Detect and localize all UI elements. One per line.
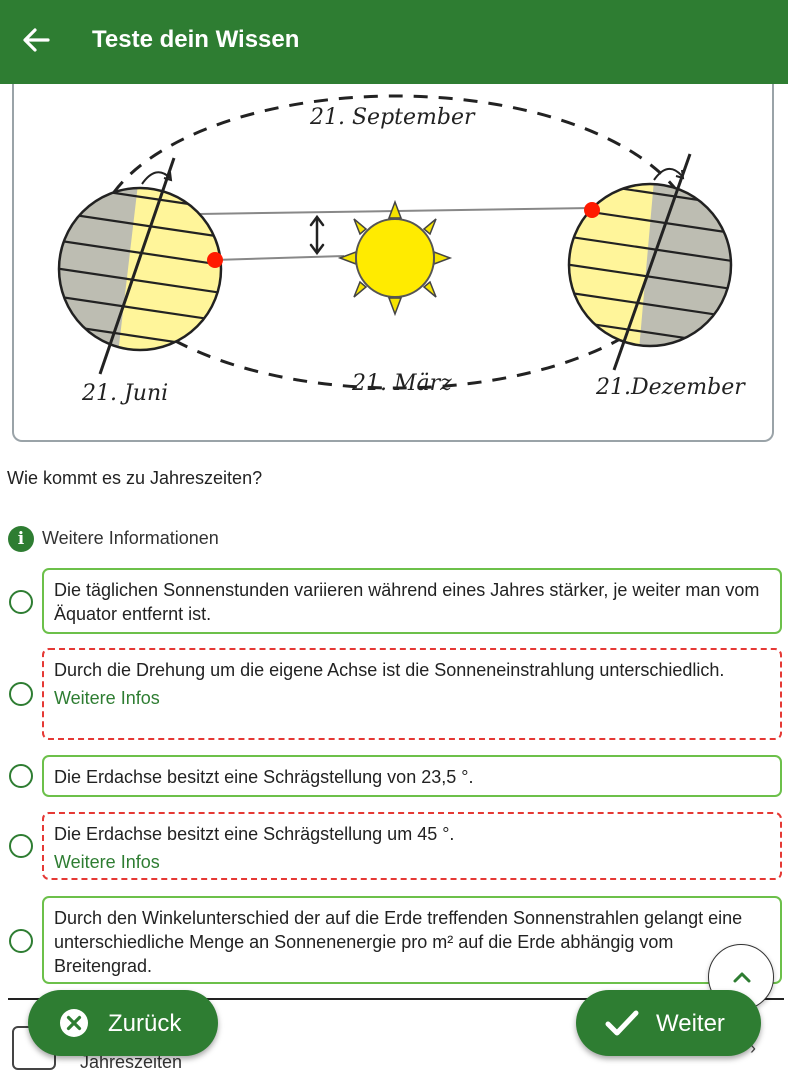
next-button[interactable]: Weiter — [576, 990, 761, 1056]
seasons-illustration: 21. September 21. Juni 21. März 21.Dezem… — [12, 84, 774, 442]
more-infos-link[interactable]: Weitere Infos — [54, 852, 160, 872]
chevron-up-icon — [733, 972, 751, 983]
back-button[interactable]: Zurück — [28, 990, 218, 1056]
back-button-label: Zurück — [108, 1010, 182, 1037]
page-title: Teste dein Wissen — [92, 26, 300, 53]
topic-name: Jahreszeiten — [80, 1052, 183, 1072]
answer-text: Die Erdachse besitzt eine Schrägstellung… — [54, 767, 474, 787]
divider — [8, 998, 784, 1000]
label-maerz: 21. März — [351, 371, 452, 396]
question-text: Wie kommt es zu Jahreszeiten? — [7, 468, 263, 488]
radio-button[interactable] — [9, 834, 33, 858]
next-button-label: Weiter — [656, 1010, 725, 1037]
checkmark-icon — [605, 1010, 639, 1036]
answer-box-correct[interactable]: Die täglichen Sonnenstunden variieren wä… — [42, 568, 782, 634]
answer-box-wrong[interactable]: Durch die Drehung um die eigene Achse is… — [42, 648, 782, 740]
answer-box-correct[interactable]: Die Erdachse besitzt eine Schrägstellung… — [42, 755, 782, 797]
chevron-right-icon: › — [750, 1038, 756, 1058]
app-bar: Teste dein Wissen — [0, 0, 788, 84]
info-icon: i — [8, 526, 34, 552]
earth-orbit-diagram: 21. September 21. Juni 21. März 21.Dezem… — [57, 94, 746, 406]
label-september: 21. September — [309, 105, 476, 130]
answer-text: Durch die Drehung um die eigene Achse is… — [54, 660, 725, 680]
more-infos-link[interactable]: Weitere Infos — [54, 688, 160, 708]
answer-text: Die Erdachse besitzt eine Schrägstellung… — [54, 824, 455, 844]
radio-button[interactable] — [9, 929, 33, 953]
answer-box-correct[interactable]: Durch den Winkelunterschied der auf die … — [42, 896, 782, 984]
arrow-left-icon[interactable] — [18, 22, 54, 58]
label-juni: 21. Juni — [81, 381, 168, 406]
answer-text: Die täglichen Sonnenstunden variieren wä… — [54, 580, 760, 624]
answer-text: Durch den Winkelunterschied der auf die … — [54, 908, 743, 976]
answer-box-wrong[interactable]: Die Erdachse besitzt eine Schrägstellung… — [42, 812, 782, 880]
radio-button[interactable] — [9, 764, 33, 788]
radio-button[interactable] — [9, 682, 33, 706]
more-information-label: Weitere Informationen — [42, 528, 219, 548]
radio-button[interactable] — [9, 590, 33, 614]
label-dezember: 21.Dezember — [595, 375, 746, 400]
close-circle-icon — [60, 1009, 88, 1037]
